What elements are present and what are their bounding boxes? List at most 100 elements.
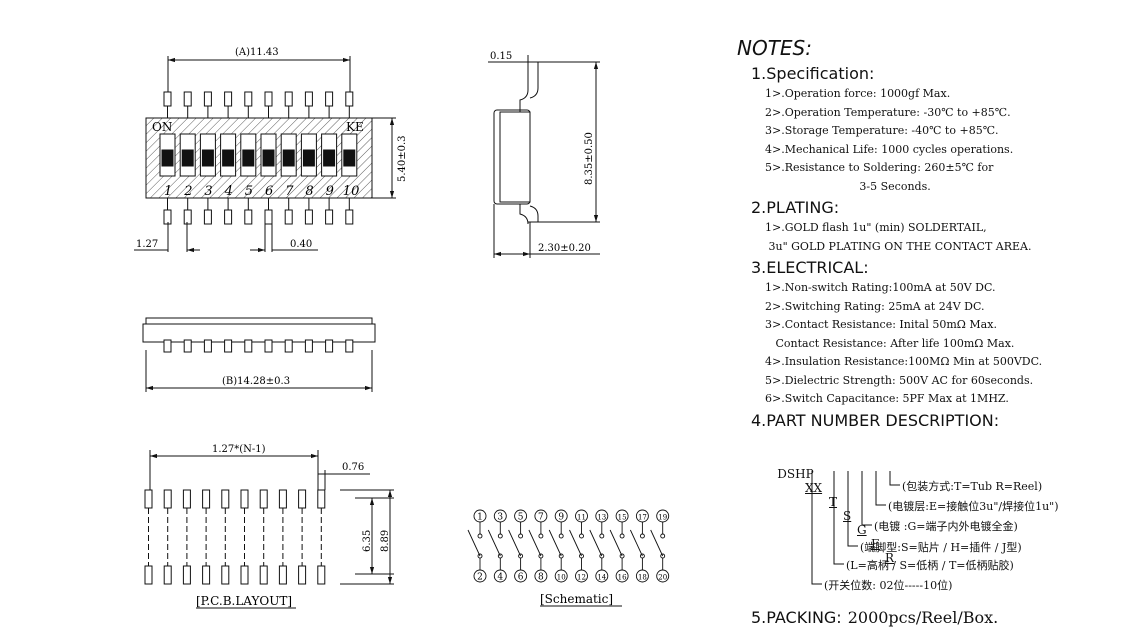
pn-prefix: DSHP [777, 467, 814, 481]
pcb-pad-top [298, 489, 307, 509]
bottom-pin [325, 209, 334, 225]
dim-b-label: (B)14.28±0.3 [222, 376, 290, 387]
dim-pitch-label: 1.27 [136, 239, 158, 250]
switch-actuator [343, 149, 356, 167]
part-number-code: DSHP XX T S G E R [762, 453, 894, 579]
section-heading: 1.Specification: [751, 64, 875, 83]
pn-desc-terminal: (端脚型:S=贴片 / H=插件 / J型) [860, 541, 1022, 554]
section-heading: 4.PART NUMBER DESCRIPTION: [751, 410, 1000, 430]
bottom-pin [284, 209, 293, 225]
notes-title: NOTES: [737, 36, 812, 60]
dim-span-label: 8.35±0.50 [584, 132, 595, 185]
dim-height-label: 2.30±0.20 [538, 243, 591, 254]
front-pin [304, 339, 313, 353]
bottom-pin [264, 209, 273, 225]
schematic-pin-top: 13 [597, 514, 606, 522]
pn-code-style: T [829, 495, 838, 509]
switch-number: 5 [245, 184, 253, 199]
schematic-switch-blade [589, 529, 603, 557]
pcb-pad-bottom [144, 565, 153, 585]
on-label: ON [152, 120, 172, 134]
top-view [134, 56, 396, 253]
switch-number: 10 [343, 184, 360, 199]
note-item: 1>.Non-switch Rating:100mA at 50V DC. [765, 281, 996, 294]
note-item: 6>.Switch Capacitance: 5PF Max at 1MHZ. [765, 392, 1009, 405]
switch-actuator [242, 149, 255, 167]
schematic-pin-bottom: 4 [497, 573, 503, 583]
pcb-pad-label: 0.76 [342, 462, 364, 473]
note-item: 5>.Dielectric Strength: 500V AC for 60se… [765, 373, 1034, 387]
switch-number: 1 [164, 184, 172, 199]
bottom-pin [183, 209, 192, 225]
pcb-layout-label: [P.C.B.LAYOUT] [196, 594, 292, 608]
switch-actuator [181, 149, 194, 167]
pn-code-terminal: S [843, 509, 852, 523]
schematic-pin-top: 17 [638, 514, 647, 522]
pcb-pad-top [144, 489, 153, 509]
schematic-pin-bottom: 8 [538, 573, 544, 583]
switch-number: 6 [265, 184, 273, 199]
pcb-pitch-label: 1.27*(N-1) [212, 444, 266, 455]
note-item: 3>.Storage Temperature: -40℃ to +85℃. [765, 124, 999, 137]
top-pin [284, 91, 293, 107]
schematic-contact [639, 533, 645, 539]
front-pin [224, 339, 233, 353]
schematic-contact [497, 533, 503, 539]
note-item: 1>.GOLD flash 1u" (min) SOLDERTAIL, [765, 221, 987, 234]
front-view [142, 317, 376, 392]
dim-thick-label: 0.15 [490, 51, 512, 62]
schematic-pin-top: 3 [497, 513, 503, 523]
schematic-switch-blade [629, 529, 643, 557]
front-pin [284, 339, 293, 353]
switch-number: 3 [204, 184, 212, 199]
notes-sections: 1.Specification:1>.Operation force: 1000… [737, 64, 1127, 430]
schematic-pin-top: 7 [538, 513, 544, 523]
note-item: 4>.Mechanical Life: 1000 cycles operatio… [765, 142, 1014, 156]
part-number-leaders [811, 471, 900, 585]
top-pin [163, 91, 172, 107]
note-item: 2>.Switching Rating: 25mA at 24V DC. [765, 299, 985, 313]
top-pin [183, 91, 192, 107]
dim-h-label: 5.40±0.3 [397, 135, 408, 182]
packing-label: 5.PACKING: [751, 608, 842, 627]
pcb-pad-bottom [317, 565, 326, 585]
pcb-row-label: 6.35 [362, 530, 373, 552]
schematic-pin-top: 5 [518, 513, 524, 523]
schematic-switch-blade [487, 529, 501, 557]
switch-number: 8 [305, 184, 313, 199]
bottom-pin [224, 209, 233, 225]
switch-number: 9 [326, 184, 334, 199]
schematic-pin-bottom: 2 [477, 573, 483, 583]
pcb-span-label: 8.89 [380, 530, 391, 552]
switch-actuator [222, 149, 235, 167]
ke-label: KE [346, 120, 364, 134]
switch-actuator [262, 149, 275, 167]
schematic-contact [518, 533, 524, 539]
pcb-pad-top [182, 489, 191, 509]
front-pin [203, 339, 212, 353]
part-number-block: DSHP XX T S G E R (包装方式:T=Tub R=Reel) (电… [762, 453, 1127, 608]
bottom-pin [244, 209, 253, 225]
schematic-pin-bottom: 14 [597, 574, 606, 582]
pcb-pad-bottom [298, 565, 307, 585]
pcb-pad-bottom [163, 565, 172, 585]
schematic-pin-top: 9 [558, 513, 564, 523]
switch-actuator [161, 149, 174, 167]
front-pin [325, 339, 334, 353]
schematic-label: [Schematic] [540, 592, 613, 606]
front-pin [244, 339, 253, 353]
schematic-pin-bottom: 18 [638, 574, 647, 582]
schematic-switch-blade [569, 529, 582, 557]
top-pin [325, 91, 334, 107]
note-item: 3>.Contact Resistance: Inital 50mΩ Max. [765, 318, 997, 331]
bottom-pin [304, 209, 313, 225]
notes-panel: NOTES: 1.Specification:1>.Operation forc… [737, 36, 1127, 432]
schematic-pin-top: 11 [577, 514, 586, 522]
pn-desc-positions: (开关位数: 02位-----10位) [824, 579, 953, 592]
pcb-pad-top [240, 489, 249, 509]
schematic-contact [599, 533, 605, 539]
schematic-switch-blade [508, 529, 522, 557]
schematic-switch-blade [528, 529, 542, 557]
note-item: 4>.Insulation Resistance:100MΩ Min at 50… [765, 355, 1043, 368]
